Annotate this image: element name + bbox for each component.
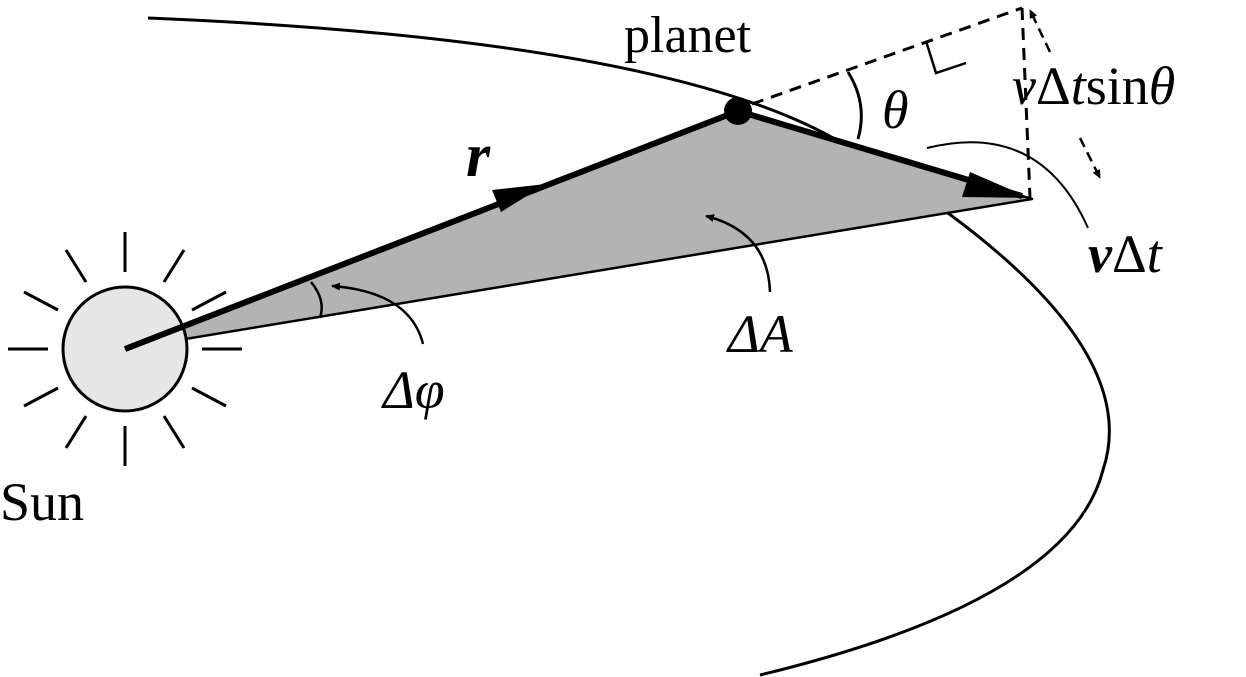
vdt-delta: Δ xyxy=(1112,224,1147,284)
vdts-delta: Δ xyxy=(1036,56,1071,116)
planet-dot-icon xyxy=(724,97,752,125)
delta-a-pointer-arrow xyxy=(705,214,772,293)
delta-phi-angle-arc xyxy=(310,281,323,319)
swept-area-delta-a xyxy=(123,109,1034,351)
v-delta-t-label: vΔt xyxy=(1088,224,1164,284)
dimension-arrow-down xyxy=(1078,137,1102,179)
vdt-t: t xyxy=(1147,224,1164,284)
vdt-v: v xyxy=(1088,224,1113,284)
v-delta-t-pointer-line xyxy=(926,141,1089,229)
delta-phi-pointer-arrow xyxy=(331,282,425,345)
vdts-theta: θ xyxy=(1149,56,1176,116)
theta-angle-arc xyxy=(846,71,863,140)
angle-label-delta-phi: Δφ xyxy=(381,360,445,420)
construction-lines xyxy=(751,6,1032,199)
dimension-arrow-up xyxy=(1028,9,1052,53)
v-delta-t-sin-theta-label: vΔtsinθ xyxy=(1012,56,1175,116)
radius-arrowhead-icon xyxy=(492,184,546,212)
radius-label-r: r xyxy=(466,122,491,190)
right-angle-marker xyxy=(924,40,967,75)
vdts-t: t xyxy=(1071,56,1088,116)
theta-label: θ xyxy=(882,80,909,140)
velocity-arrowhead-icon xyxy=(962,172,1030,198)
planet-label: planet xyxy=(624,7,752,64)
vdts-v: v xyxy=(1012,56,1036,116)
vdts-sin: sin xyxy=(1086,56,1149,116)
area-label-delta-a: ΔA xyxy=(726,304,794,364)
sun-label: Sun xyxy=(0,472,84,532)
radius-vector-r xyxy=(123,108,740,352)
orbit-curve xyxy=(147,16,1111,677)
